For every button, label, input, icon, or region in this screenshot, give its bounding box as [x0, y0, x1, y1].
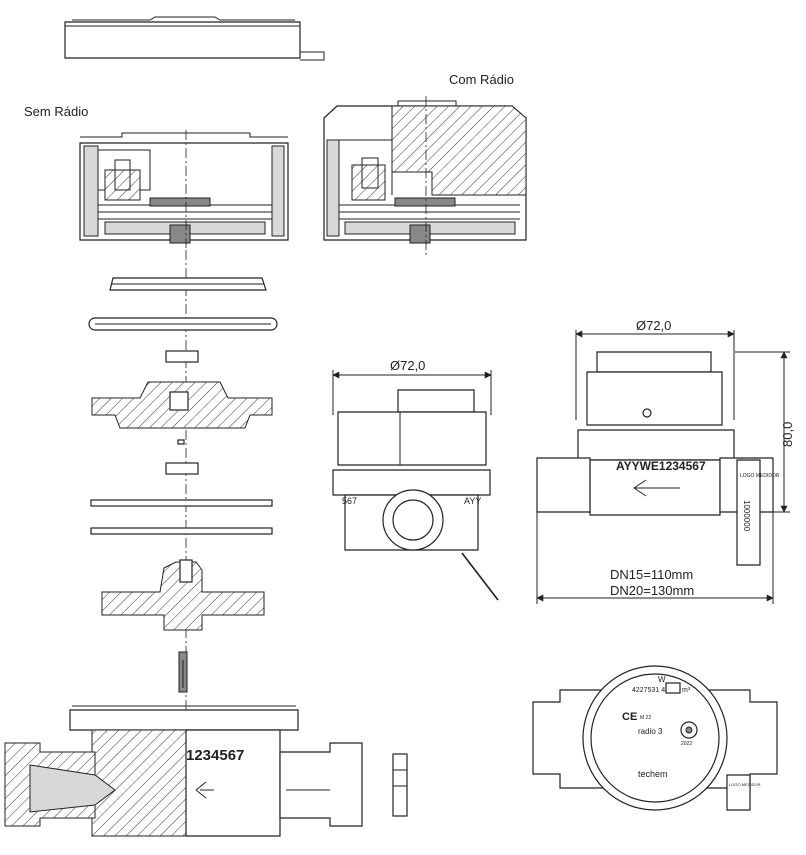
side-serial-label: AYYWE1234567	[616, 459, 706, 473]
cover-plan-view	[64, 16, 325, 61]
front-left-code: 567	[342, 496, 357, 506]
side-seal-text: LOGO MEDIDOR	[740, 473, 780, 479]
section-serial-label: 1234567	[186, 747, 244, 764]
meter-body-section: 1234567	[4, 705, 408, 837]
dial-seal-text: LOGO MEDIDOR	[729, 782, 761, 787]
height-label: 80,0	[780, 422, 795, 447]
dial-model: radio 3	[638, 727, 663, 736]
front-right-code: AYY	[464, 496, 481, 506]
register-section-no-radio	[79, 130, 289, 250]
front-diameter-label: Ø72,0	[390, 358, 425, 373]
dn20-label: DN20=130mm	[610, 583, 694, 598]
side-diameter-label: Ø72,0	[636, 318, 671, 333]
meter-front-view: Ø72,0 567 AYY	[332, 358, 499, 601]
dial-w: W	[658, 675, 666, 684]
dial-ce: CE	[622, 711, 637, 723]
register-section-radio	[323, 96, 527, 255]
dial-serial: 4227531 4	[632, 687, 665, 694]
meter-dial-view: W 4227531 4 m³ CE M 22 2022 radio 3 tech…	[532, 665, 778, 811]
dial-m: M 22	[640, 715, 651, 721]
dial-unit: m³	[682, 687, 691, 694]
dial-brand: techem	[638, 769, 668, 779]
without-radio-label: Sem Rádio	[24, 104, 88, 119]
exploded-parts	[88, 250, 278, 720]
meter-side-view: Ø72,0 80,0 AYYWE1234567 LOGO MEDIDOR 100…	[536, 318, 795, 604]
dn15-label: DN15=110mm	[610, 567, 693, 582]
dial-year: 2022	[681, 741, 692, 747]
side-seal-digits: 1000000	[742, 500, 751, 532]
with-radio-label: Com Rádio	[449, 72, 514, 87]
